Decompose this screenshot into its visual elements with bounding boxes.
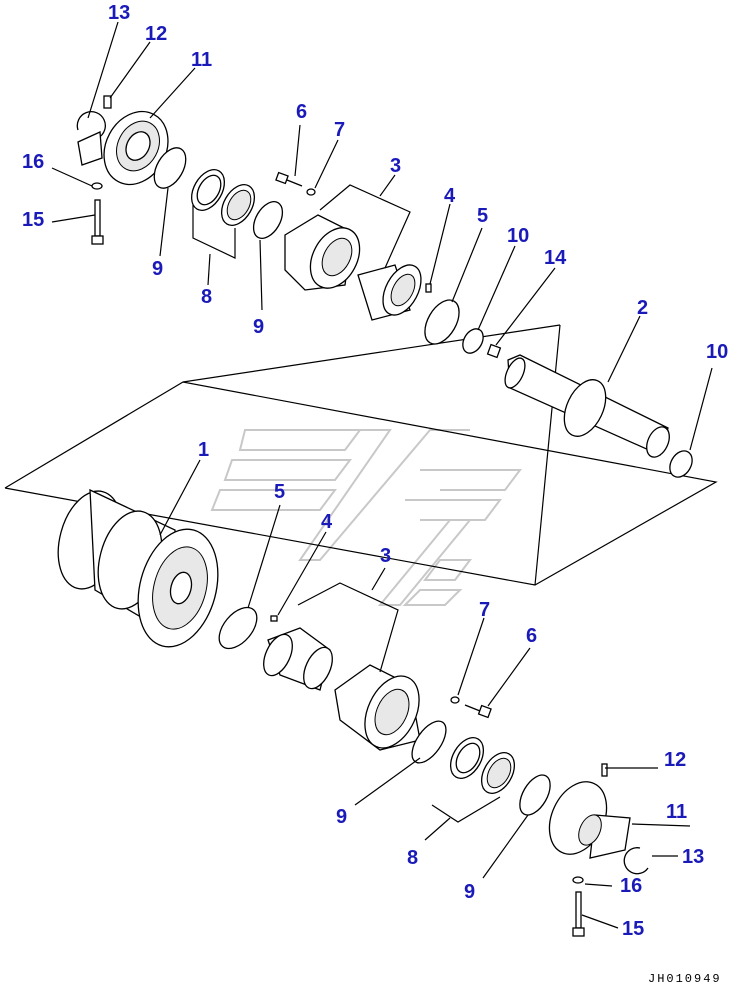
label-3-top: 3 <box>390 155 401 177</box>
label-16-top: 16 <box>22 151 44 173</box>
label-15-top: 15 <box>22 209 44 231</box>
label-9-bottom-2: 9 <box>464 881 475 903</box>
label-6-top: 6 <box>296 101 307 123</box>
label-9-top-1: 9 <box>152 258 163 280</box>
label-16-bottom: 16 <box>620 875 642 897</box>
leader-lines <box>51 21 713 929</box>
label-4-bottom: 4 <box>321 511 333 533</box>
bushing-bottom <box>263 627 333 691</box>
o-ring-5-bottom <box>218 606 258 650</box>
label-9-bottom-1: 9 <box>336 806 347 828</box>
snap-ring-bottom <box>623 847 649 875</box>
label-11-top: 11 <box>191 49 212 71</box>
label-15-bottom: 15 <box>622 918 644 940</box>
collar-bottom <box>334 664 421 751</box>
bolt-bottom <box>572 891 585 937</box>
collar-top <box>284 214 361 291</box>
plug-10-right <box>669 450 693 478</box>
label-14: 14 <box>544 247 567 269</box>
roller-body <box>57 488 219 648</box>
o-ring-5-top <box>424 299 460 345</box>
snap-ring-top <box>76 111 106 139</box>
watermark-logo <box>210 429 522 606</box>
plug-14 <box>486 343 502 359</box>
pin-top <box>103 95 112 109</box>
washer-bottom <box>572 876 584 884</box>
label-5-bottom: 5 <box>274 481 285 503</box>
bracket-cover-bottom <box>548 781 631 859</box>
pin-bottom <box>601 763 608 777</box>
washer-top <box>91 182 103 190</box>
floating-seal-bottom <box>449 737 516 794</box>
label-2: 2 <box>637 297 648 319</box>
label-8-bottom: 8 <box>407 847 418 869</box>
washer-7-top <box>306 188 316 196</box>
bushing-top <box>357 264 422 321</box>
label-8-top: 8 <box>201 286 212 308</box>
label-13-bottom: 13 <box>682 846 704 868</box>
label-6-bottom: 6 <box>526 625 537 647</box>
label-12-bottom: 12 <box>664 749 686 771</box>
part-labels: 13 12 11 16 15 9 8 9 6 7 3 4 5 10 14 2 1… <box>22 2 728 940</box>
bolt-6-bottom <box>464 704 492 719</box>
bolt-6-top <box>275 171 303 187</box>
label-13-top: 13 <box>108 2 130 24</box>
label-4-top: 4 <box>444 185 456 207</box>
o-ring-bottom-2 <box>519 774 551 816</box>
bolt-top <box>91 199 104 245</box>
floating-seal-top <box>190 169 256 226</box>
drawing-code: JH010949 <box>648 972 722 986</box>
label-7-bottom: 7 <box>479 599 490 621</box>
shaft <box>504 354 670 458</box>
label-9-top-2: 9 <box>253 316 264 338</box>
bracket-cover-top <box>77 110 169 186</box>
label-10-top: 10 <box>507 225 529 247</box>
shaft-frame-lines <box>4 324 718 586</box>
label-7-top: 7 <box>334 119 345 141</box>
o-ring-top-2 <box>252 201 284 239</box>
label-11-bottom: 11 <box>666 801 687 823</box>
o-ring-top-1 <box>153 147 187 189</box>
label-5-top: 5 <box>477 205 488 227</box>
label-1: 1 <box>198 439 209 461</box>
washer-7-bottom <box>450 696 460 704</box>
label-12-top: 12 <box>145 23 167 45</box>
dowel-pin-top <box>425 283 432 293</box>
dowel-pin-bottom <box>270 615 278 622</box>
plug-10-top <box>462 328 484 354</box>
label-10-right: 10 <box>706 341 728 363</box>
label-3-bottom: 3 <box>380 545 391 567</box>
